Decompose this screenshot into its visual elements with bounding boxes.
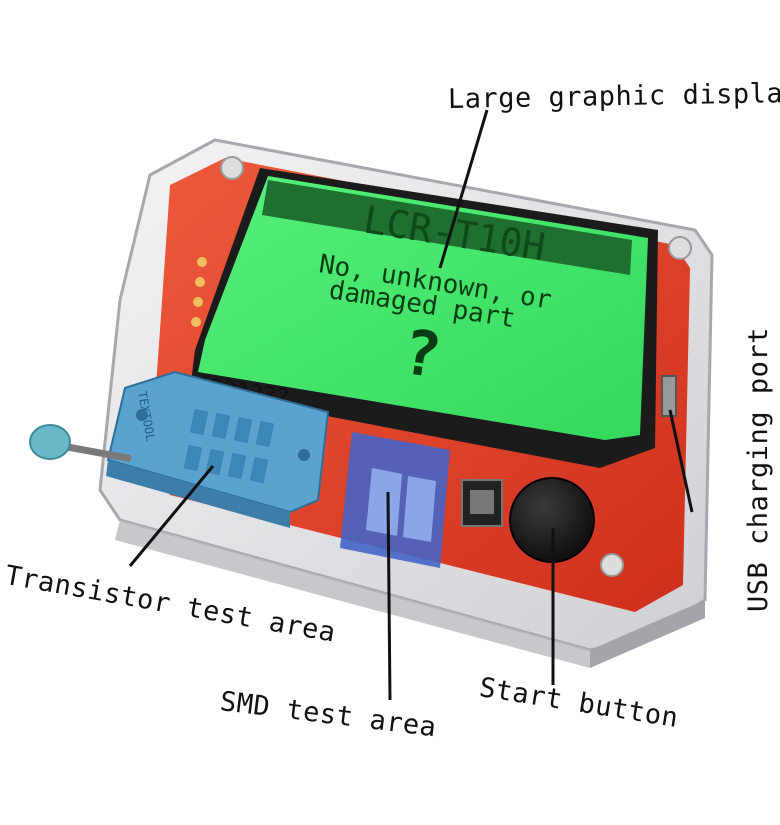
- socket-screw: [298, 449, 310, 461]
- usb-port: [661, 375, 677, 417]
- leader-usb: [668, 409, 694, 513]
- screw-bottom-right: [600, 553, 624, 577]
- callout-large-graphic-display: Large graphic display: [447, 77, 780, 115]
- callout-usb-charging-port: USB charging port: [743, 327, 774, 612]
- leader-smd: [386, 491, 392, 701]
- leader-transistor: [128, 465, 215, 567]
- screw-top-left: [220, 156, 244, 180]
- leader-display: [438, 109, 489, 269]
- leader-lines: [128, 109, 694, 701]
- socket-lever: [29, 424, 132, 462]
- lcd-display: LCR-T10H No, unknown, or damaged part ?: [190, 168, 658, 468]
- screw-top-right: [668, 236, 692, 260]
- start-button-area: [461, 477, 595, 563]
- socket-screw: [136, 409, 148, 421]
- smd-test-pads: [340, 432, 450, 568]
- corner-screws: [220, 156, 692, 577]
- socket-contacts: [183, 408, 275, 484]
- zif-socket: 1231232 TEXTOOL: [106, 370, 330, 528]
